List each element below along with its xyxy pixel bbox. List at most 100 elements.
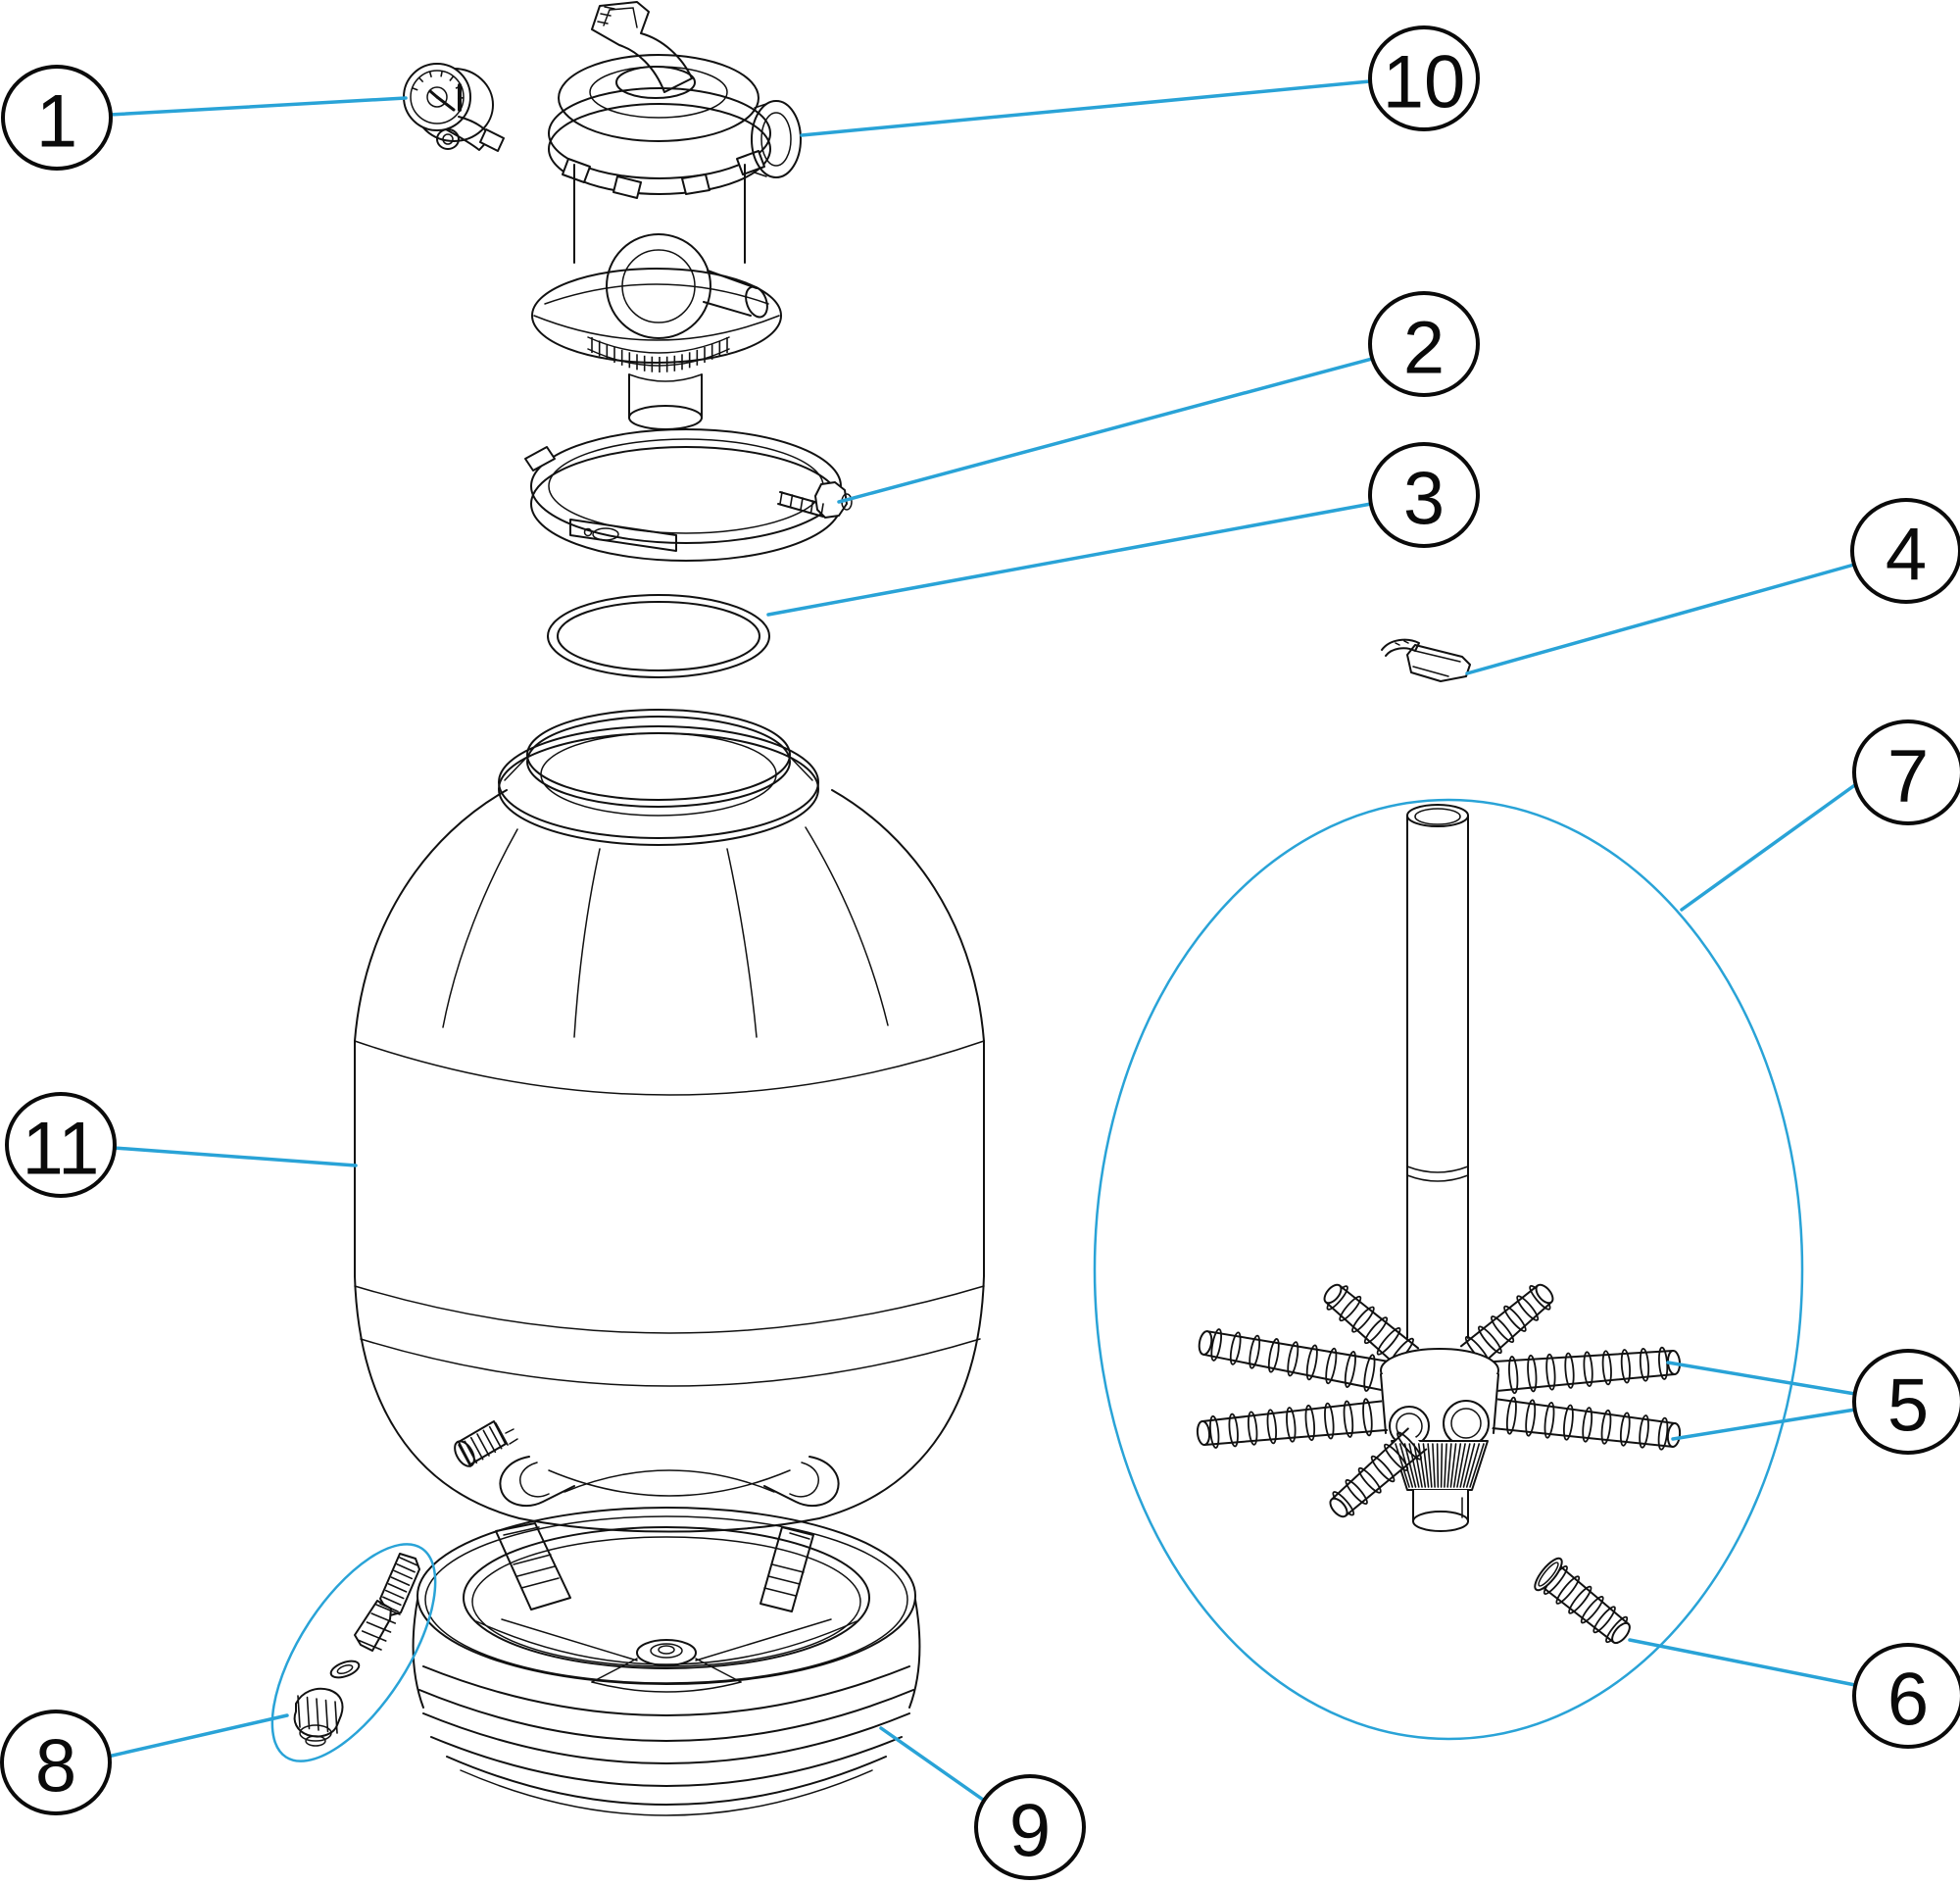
callout-circle[interactable] (1852, 1349, 1960, 1455)
base-rib-left (495, 1522, 571, 1611)
tank-neck-flange (498, 725, 819, 839)
gauge-thread-stub (479, 128, 505, 152)
leader-line-2 (837, 357, 1374, 504)
valve-diffuser (591, 337, 728, 372)
leader-line-6 (1628, 1638, 1857, 1687)
callout-circle[interactable] (1852, 719, 1960, 825)
screw-thread (779, 491, 824, 517)
clamp-hinge (524, 446, 556, 471)
leader-lines (106, 79, 1858, 1804)
group-ellipse-7 (1093, 798, 1804, 1741)
tank-lower-seam (354, 1285, 985, 1334)
lateral-arm (1534, 1557, 1631, 1645)
valve-lock-ring (548, 87, 771, 179)
callout-9[interactable]: 9 (974, 1774, 1086, 1880)
leader-line-7 (1680, 782, 1858, 912)
clamp-latch (569, 519, 677, 552)
valve-handle (591, 1, 693, 93)
lateral-arm (1493, 1346, 1682, 1395)
laterals (1196, 1283, 1682, 1451)
lateral-arm (1459, 1283, 1554, 1368)
group-ellipse-7 (1093, 798, 1804, 1741)
leader-line-5 (1671, 1408, 1857, 1441)
group-ellipse-8 (270, 1543, 437, 1762)
tank-body (354, 709, 985, 1533)
group-ellipse-8 (270, 1543, 437, 1762)
base-center-hub (636, 1639, 697, 1666)
drain-washer (329, 1660, 361, 1679)
lateral-arm (1491, 1396, 1682, 1451)
callout-circle[interactable] (1, 65, 113, 171)
base-rim (416, 1507, 916, 1685)
callout-number: 8 (35, 1725, 76, 1809)
tank-upper-seam (354, 1040, 985, 1096)
valve-dome (558, 54, 760, 142)
callout-number: 1 (36, 80, 77, 164)
lateral-arm (1196, 1398, 1389, 1449)
callout-number: 9 (1009, 1790, 1051, 1873)
callout-number: 3 (1403, 458, 1445, 541)
o-ring (547, 594, 770, 678)
generated-detail (297, 337, 1485, 1734)
callout-circle[interactable] (5, 1092, 117, 1198)
stud-thread (379, 1557, 418, 1612)
callout-10[interactable]: 10 (1368, 25, 1480, 131)
stud-knurl (357, 1604, 401, 1651)
tank-bottom-dome (354, 1275, 985, 1533)
callout-4[interactable]: 4 (1850, 498, 1960, 604)
drain-assembly (270, 1543, 437, 1762)
valve-flange (531, 268, 782, 364)
valve-diffuser (587, 336, 730, 354)
clip-bracket (1406, 644, 1471, 682)
callout-circle[interactable] (974, 1774, 1086, 1880)
gauge-needle (435, 95, 456, 112)
internal-collector (1093, 798, 1804, 1741)
hub-knurl (1395, 1443, 1485, 1488)
standpipe-fill (1407, 816, 1468, 1338)
callout-number: 2 (1403, 307, 1445, 390)
handle-clip (1381, 638, 1471, 682)
lateral-arm (1198, 1328, 1392, 1392)
callout-number: 6 (1887, 1659, 1929, 1742)
callout-5[interactable]: 5 (1852, 1349, 1960, 1455)
cap-ribs (297, 1695, 338, 1734)
callout-3[interactable]: 3 (1368, 442, 1480, 548)
leader-line-3 (766, 502, 1373, 617)
callout-number: 4 (1886, 514, 1927, 597)
leader-line-11 (112, 1146, 358, 1167)
callout-circle[interactable] (1852, 1643, 1960, 1749)
leader-line-4 (1465, 563, 1856, 675)
callout-number: 7 (1887, 735, 1929, 818)
callout-circle[interactable] (0, 1710, 112, 1815)
callout-number: 5 (1887, 1364, 1929, 1448)
drain-knurl (458, 1422, 509, 1467)
base-bowl (463, 1526, 870, 1669)
callout-circle[interactable] (1368, 291, 1480, 397)
base-stand (412, 1507, 921, 1816)
leader-line-5 (1666, 1361, 1857, 1396)
callout-circle[interactable] (1850, 498, 1960, 604)
valve-side-port (751, 100, 802, 178)
callout-6[interactable]: 6 (1852, 1643, 1960, 1749)
tank-neck (526, 709, 791, 801)
callout-2[interactable]: 2 (1368, 291, 1480, 397)
callout-8[interactable]: 8 (0, 1710, 112, 1815)
clamp-screw-knob (814, 481, 848, 519)
valve-bottom-stub (628, 405, 703, 430)
valve-nozzle (745, 285, 768, 319)
gauge-ticks (412, 71, 465, 99)
callout-7[interactable]: 7 (1852, 719, 1960, 825)
standpipe-top (1406, 804, 1469, 827)
lateral-arm (1323, 1283, 1420, 1370)
callout-circle[interactable] (1368, 442, 1480, 548)
callouts: 1 2 3 4 5 6 7 8 9 10 11 (0, 25, 1960, 1880)
callout-circle[interactable] (1368, 25, 1480, 131)
clip-tongue (1381, 638, 1420, 657)
callout-1[interactable]: 1 (1, 65, 113, 171)
callout-11[interactable]: 11 (5, 1092, 117, 1198)
tank-foot-left (499, 1456, 575, 1508)
clamp-ring (524, 428, 853, 562)
leader-line-9 (879, 1726, 988, 1804)
